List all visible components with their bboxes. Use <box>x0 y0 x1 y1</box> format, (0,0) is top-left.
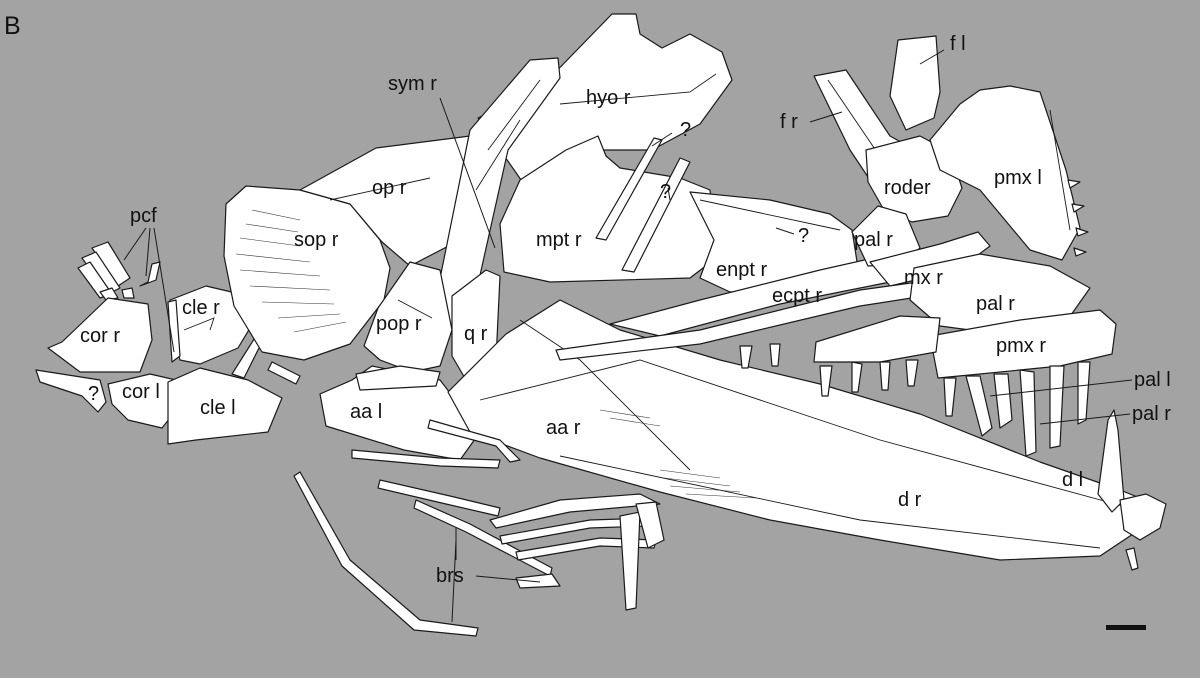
label-brs: brs <box>436 565 464 587</box>
label-pcf: pcf <box>130 205 157 227</box>
label-roder: roder <box>884 177 931 199</box>
label-pmx-l: pmx l <box>994 167 1042 189</box>
label-ecpt-r: ecpt r <box>772 285 822 307</box>
small-element <box>268 362 300 384</box>
label-aa-r: aa r <box>546 417 581 439</box>
frontal-left <box>890 36 940 130</box>
label-question-3: ? <box>798 225 809 247</box>
label-pal-r-right: pal r <box>1132 403 1171 425</box>
label-aa-l: aa l <box>350 401 382 423</box>
label-cle-l: cle l <box>200 397 236 419</box>
label-hyo-r: hyo r <box>586 87 631 109</box>
label-sym-r: sym r <box>388 73 437 95</box>
label-d-l: d l <box>1062 469 1083 491</box>
label-cor-r: cor r <box>80 325 120 347</box>
label-d-r: d r <box>898 489 922 511</box>
label-enpt-r: enpt r <box>716 259 767 281</box>
dentary-left-tooth <box>1098 410 1124 512</box>
label-op-r: op r <box>372 177 407 199</box>
palatine-right-lower <box>814 316 940 362</box>
label-question-4: ? <box>88 383 99 405</box>
label-mpt-r: mpt r <box>536 229 582 251</box>
label-question-2: ? <box>660 181 671 203</box>
label-pmx-r: pmx r <box>996 335 1046 357</box>
label-q-r: q r <box>464 323 488 345</box>
label-cor-l: cor l <box>122 381 160 403</box>
label-pal-l: pal l <box>1134 369 1171 391</box>
label-sop-r: sop r <box>294 229 339 251</box>
label-cle-r: cle r <box>182 297 220 319</box>
label-mx-r: mx r <box>904 267 943 289</box>
label-pal-r-mid: pal r <box>976 293 1015 315</box>
label-f-r: f r <box>780 111 798 133</box>
label-question-1: ? <box>680 119 691 141</box>
label-f-l: f l <box>950 33 966 55</box>
label-pal-r-top: pal r <box>854 229 893 251</box>
scale-bar <box>1106 625 1146 630</box>
panel-letter: B <box>4 12 21 40</box>
label-pop-r: pop r <box>376 313 422 335</box>
